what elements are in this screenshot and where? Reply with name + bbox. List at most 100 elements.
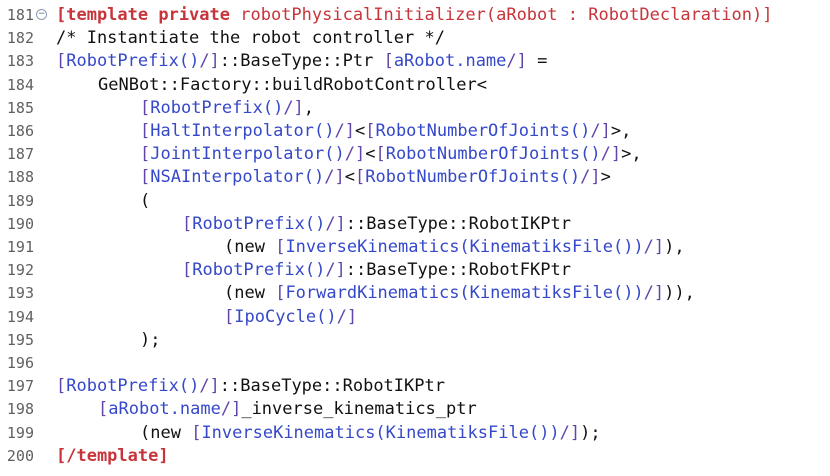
code-token: [template private <box>56 5 241 25</box>
code-token: [ <box>140 144 151 165</box>
code-token: /] <box>324 167 345 188</box>
code-text: [RobotPrefix()/]::BaseType::RobotIKPtr <box>182 213 571 236</box>
code-token: ::BaseType::Ptr <box>219 51 384 72</box>
code-token: ); <box>140 329 161 350</box>
line-number: 187 <box>6 145 34 164</box>
code-token: [ <box>56 51 67 72</box>
code-token: > <box>600 167 611 188</box>
line-number: 197 <box>6 377 34 396</box>
code-token: IpoCycle() <box>234 306 337 327</box>
code-token: HaltInterpolator() <box>150 121 335 141</box>
code-token: /] <box>336 306 358 327</box>
code-token: /] <box>325 260 346 281</box>
code-text: [RobotPrefix()/], <box>140 97 314 120</box>
line-number: 183 <box>6 52 34 71</box>
code-token: /] <box>283 97 304 118</box>
code-token: robotPhysicalInitializer(aRobot : RobotD… <box>240 5 773 25</box>
code-token: = <box>526 51 548 72</box>
code-token: /] <box>506 51 527 72</box>
code-text: [NSAInterpolator()/]<[RobotNumberOfJoint… <box>140 166 611 189</box>
line-number: 188 <box>6 168 34 187</box>
code-token: ForwardKinematics(KinematiksFile()) <box>285 283 644 304</box>
code-line[interactable]: 197 [RobotPrefix()/]::BaseType::RobotIKPt… <box>0 375 830 398</box>
code-token: [ <box>140 167 151 188</box>
code-token: (new <box>224 237 276 257</box>
code-text: (new [InverseKinematics(KinematiksFile()… <box>140 422 601 445</box>
code-text: [RobotPrefix()/]::BaseType::Ptr [aRobot.… <box>56 50 547 73</box>
code-token: GeNBot::Factory::buildRobotController< <box>98 74 487 95</box>
code-token: InverseKinematics(KinematiksFile()) <box>285 237 644 257</box>
line-number: 194 <box>6 307 34 326</box>
code-line[interactable]: 187[JointInterpolator()/]<[RobotNumberOf… <box>0 143 830 166</box>
line-number: 182 <box>6 29 34 48</box>
code-token: ::BaseType::RobotFKPtr <box>345 260 571 281</box>
code-line[interactable]: 195); <box>0 329 830 352</box>
code-token: RobotPrefix() <box>66 51 200 72</box>
code-line[interactable]: 194 [IpoCycle()/] <box>0 306 830 329</box>
code-token: >, <box>610 121 632 141</box>
code-line[interactable]: 200[/template] <box>0 445 830 468</box>
code-token: < <box>365 144 376 165</box>
code-token: [ <box>182 260 193 281</box>
code-token: /] <box>199 51 220 72</box>
code-token: [ <box>140 121 151 141</box>
code-line[interactable]: 189( <box>0 190 830 213</box>
code-text: (new [InverseKinematics(KinematiksFile()… <box>224 236 685 259</box>
code-text: [/template] <box>56 445 169 468</box>
code-token: [ <box>224 306 235 327</box>
code-text: [RobotPrefix()/]::BaseType::RobotIKPtr <box>56 375 445 398</box>
code-token: < <box>344 167 355 188</box>
code-token: NSAInterpolator() <box>150 167 325 188</box>
code-text: [RobotPrefix()/]::BaseType::RobotFKPtr <box>182 259 571 282</box>
code-text: [template private robotPhysicalInitializ… <box>56 4 772 27</box>
code-token: ); <box>580 422 601 443</box>
code-token: /] <box>199 376 220 397</box>
code-line[interactable]: 190[RobotPrefix()/]::BaseType::RobotIKPt… <box>0 213 830 236</box>
code-token: /] <box>334 121 355 141</box>
code-line[interactable]: 193(new [ForwardKinematics(KinematiksFil… <box>0 282 830 305</box>
line-number: 198 <box>6 400 34 419</box>
code-line[interactable]: 185 [RobotPrefix()/], <box>0 97 830 120</box>
code-token: (new <box>224 283 276 304</box>
code-line[interactable]: 181−[template private robotPhysicalIniti… <box>0 4 830 27</box>
code-token: /* Instantiate the robot controller */ <box>56 28 445 49</box>
code-token: [ <box>56 376 67 397</box>
code-token: < <box>354 121 366 141</box>
code-line[interactable]: 196 <box>0 352 830 375</box>
fold-collapse-icon[interactable]: − <box>36 9 47 20</box>
code-text: (new [ForwardKinematics(KinematiksFile()… <box>224 282 695 305</box>
code-token: [ <box>275 283 286 304</box>
code-line[interactable]: 186[HaltInterpolator()/]<[RobotNumberOfJ… <box>0 120 830 143</box>
code-token: ::BaseType::RobotIKPtr <box>345 213 571 234</box>
code-token: ::BaseType::RobotIKPtr <box>219 376 445 397</box>
code-text: [HaltInterpolator()/]<[RobotNumberOfJoin… <box>140 120 631 143</box>
code-token: /] <box>600 144 622 165</box>
code-token: aRobot.name <box>108 399 221 420</box>
code-text: /* Instantiate the robot controller */ <box>56 27 445 50</box>
code-token: RobotNumberOfJoints() <box>365 167 581 188</box>
code-line[interactable]: 183 [RobotPrefix()/]::BaseType::Ptr [aRob… <box>0 50 830 73</box>
code-line[interactable]: 188[NSAInterpolator()/]<[RobotNumberOfJo… <box>0 166 830 189</box>
code-line[interactable]: 192[RobotPrefix()/]::BaseType::RobotFKPt… <box>0 259 830 282</box>
code-token: /] <box>559 422 581 443</box>
code-text: [aRobot.name/]_inverse_kinematics_ptr <box>98 398 477 421</box>
code-line[interactable]: 199 (new [InverseKinematics(KinematiksFil… <box>0 422 830 445</box>
code-token: ( <box>140 190 151 211</box>
code-text: [IpoCycle()/] <box>224 306 357 329</box>
code-line[interactable]: 182 /* Instantiate the robot controller *… <box>0 27 830 50</box>
line-number: 195 <box>6 330 34 349</box>
code-token: aRobot.name <box>393 51 507 72</box>
code-token: /] <box>643 283 665 304</box>
code-line[interactable]: 191(new [InverseKinematics(KinematiksFil… <box>0 236 830 259</box>
code-token: InverseKinematics(KinematiksFile()) <box>201 422 560 443</box>
code-token: [ <box>365 121 376 141</box>
code-token: /] <box>344 144 366 165</box>
code-token: [ <box>354 167 366 188</box>
line-number: 185 <box>6 98 34 117</box>
line-number: 199 <box>6 423 34 442</box>
code-text: [JointInterpolator()/]<[RobotNumberOfJoi… <box>140 143 642 166</box>
code-token: _inverse_kinematics_ptr <box>241 399 477 420</box>
code-line[interactable]: 198 [aRobot.name/]_inverse_kinematics_ptr <box>0 398 830 421</box>
